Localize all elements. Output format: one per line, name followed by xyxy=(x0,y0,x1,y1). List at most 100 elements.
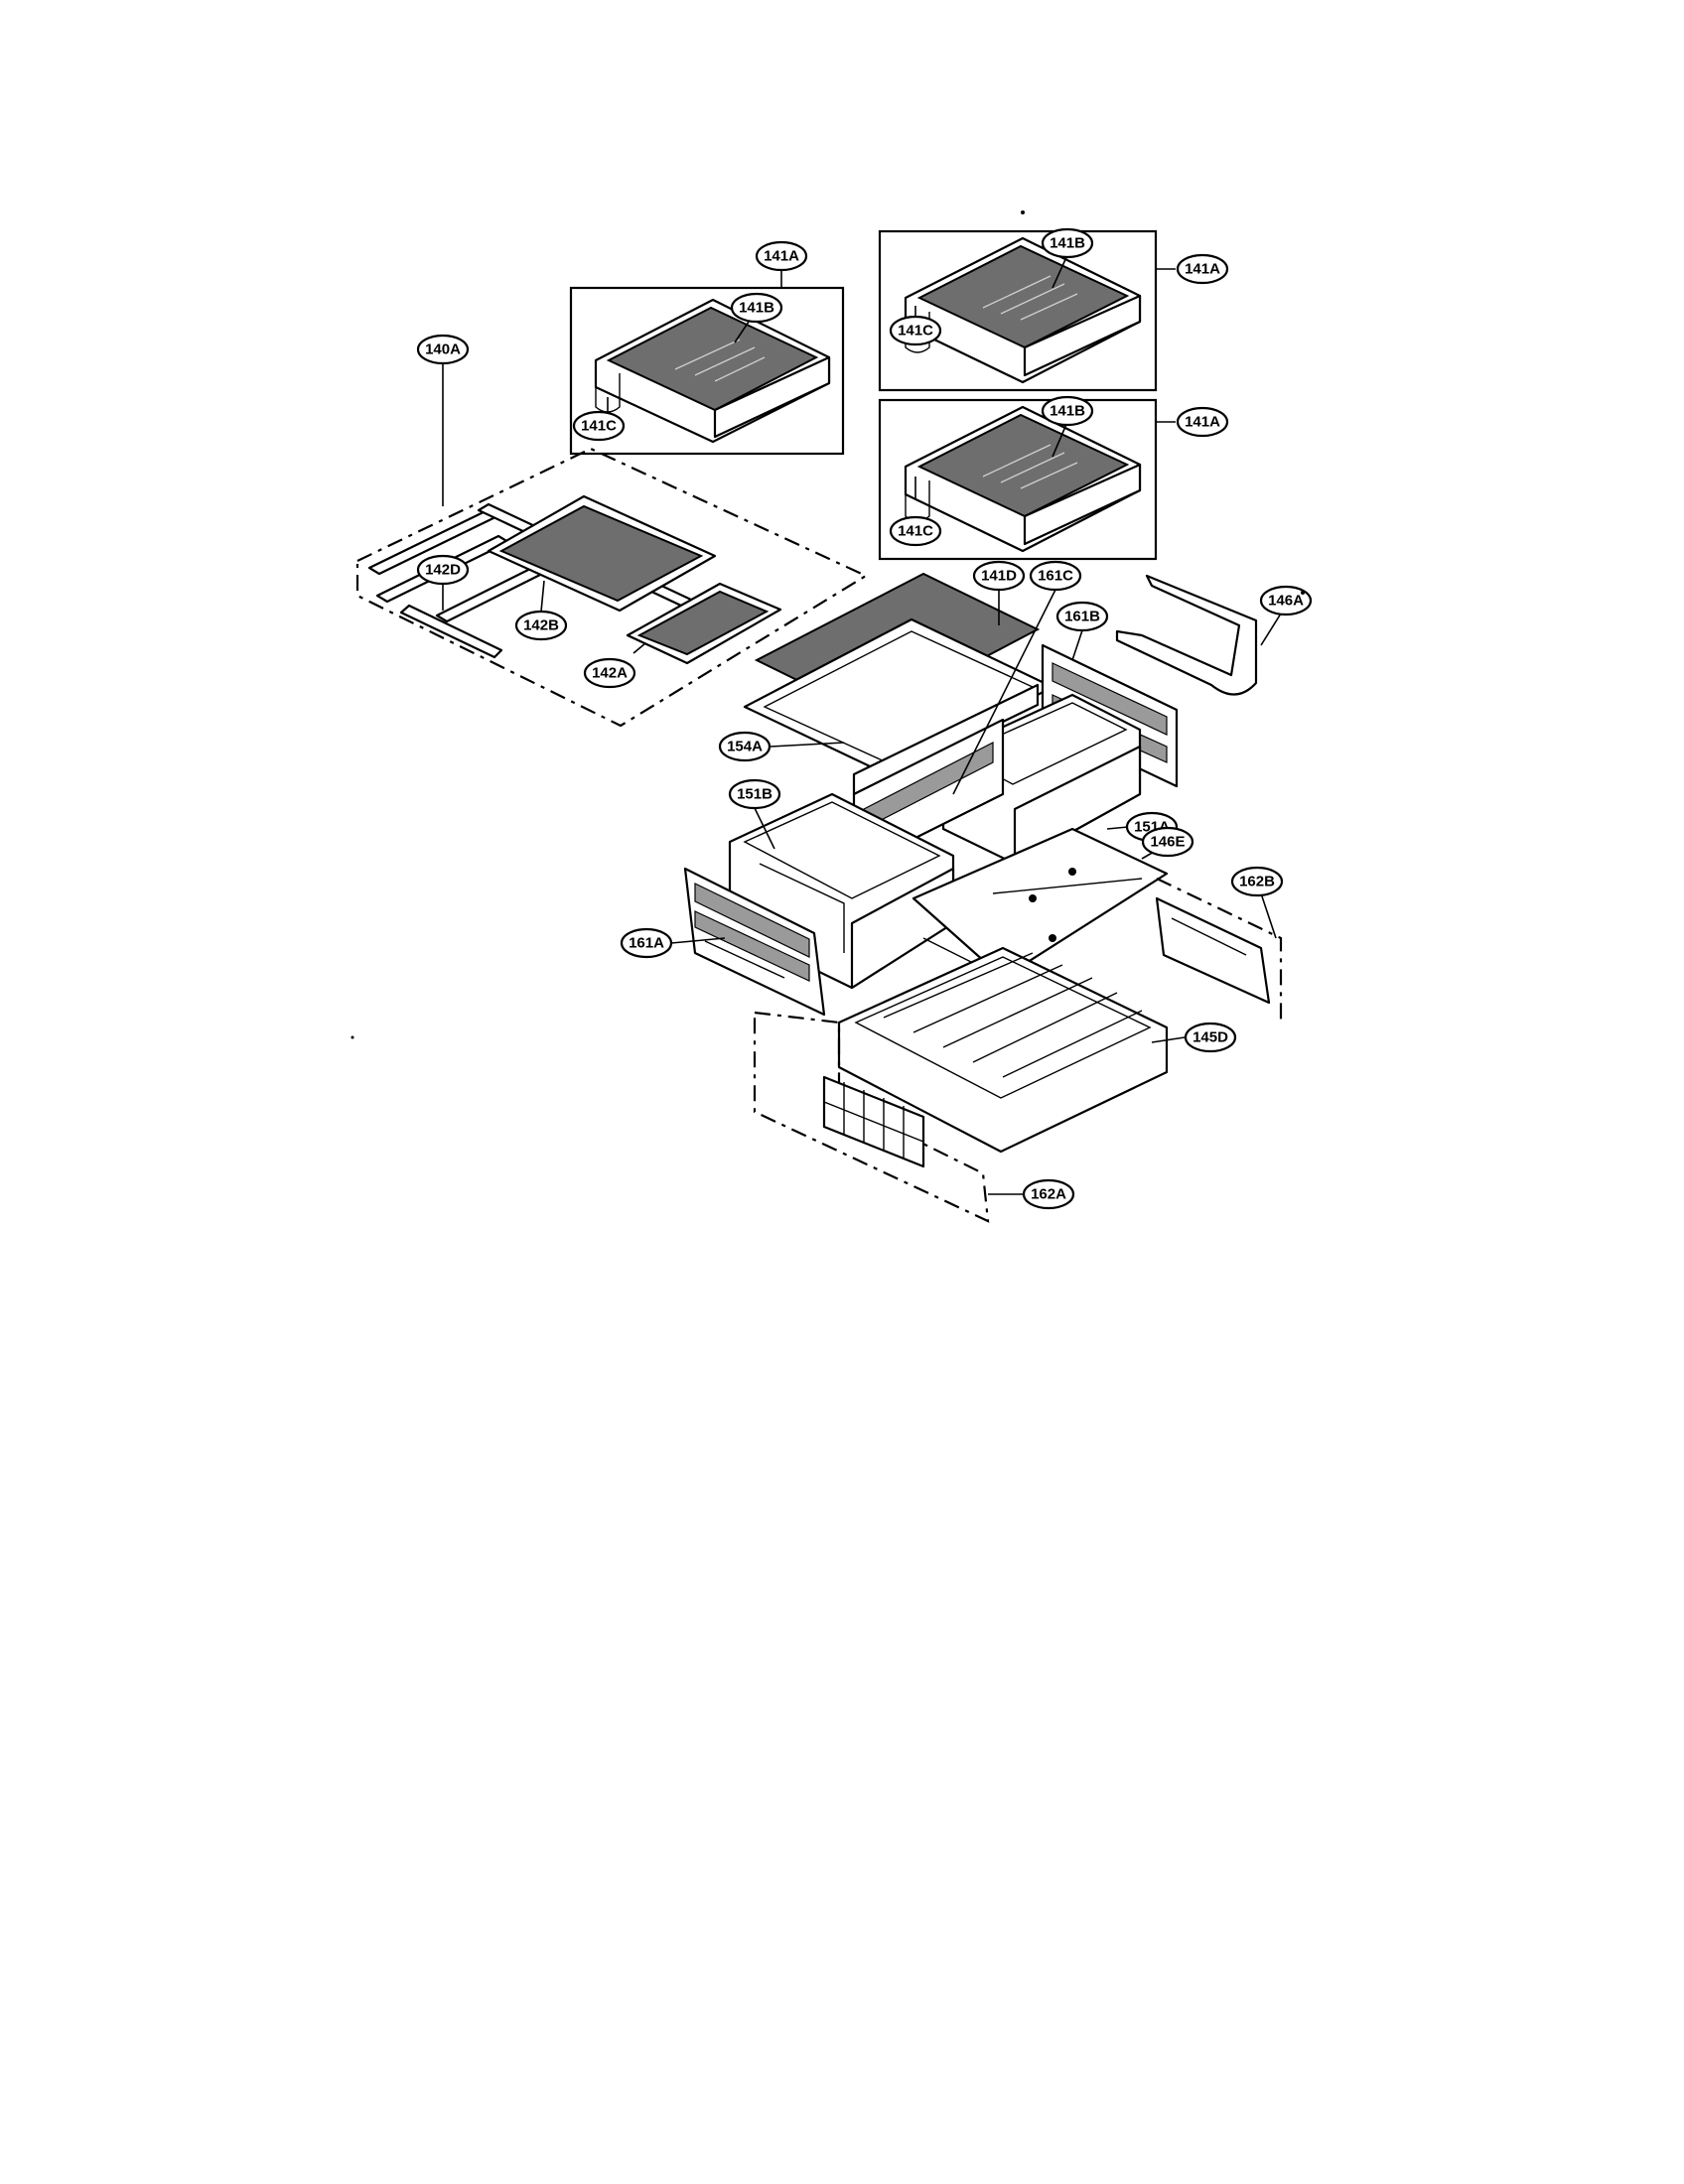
crisper-cover-assembly xyxy=(743,572,1054,796)
drawer-rim xyxy=(743,801,941,899)
callout-bubble xyxy=(1055,601,1109,632)
glass-reflection xyxy=(674,339,766,382)
leader-142b xyxy=(540,580,545,613)
callout-146e: 146E xyxy=(1141,826,1194,858)
callout-bubble xyxy=(583,657,636,689)
callout-141c-3: 141C xyxy=(889,515,942,547)
bottom-pan-assembly xyxy=(837,946,1169,1154)
callout-bubble xyxy=(572,410,626,442)
rail-dashed-outline xyxy=(1156,878,1283,1023)
scan-speck xyxy=(1301,591,1305,595)
side-rail-panel xyxy=(1155,896,1271,1005)
door-trim-part xyxy=(1115,574,1258,696)
grille-slats xyxy=(843,1082,905,1158)
pan-ribs xyxy=(883,952,1143,1078)
callout-label: 141A xyxy=(1185,261,1220,278)
callout-label: 141B xyxy=(1050,235,1085,252)
leader-151a xyxy=(1106,826,1129,830)
rail-vent-row xyxy=(1052,662,1168,736)
leader-141b-2 xyxy=(1052,254,1068,289)
callout-142d: 142D xyxy=(416,554,470,586)
scan-speck xyxy=(1021,210,1025,214)
glass-shelf-panel xyxy=(916,244,1130,349)
shelf-box-outline xyxy=(878,229,1158,392)
callout-bubble xyxy=(730,292,783,324)
callout-154a: 154A xyxy=(718,731,772,762)
callout-label: 145D xyxy=(1193,1029,1228,1046)
callout-161a: 161A xyxy=(620,927,673,959)
callout-label: 146E xyxy=(1150,834,1185,851)
plate-panel xyxy=(912,827,1169,980)
callout-bubble xyxy=(1041,227,1094,259)
callout-label: 154A xyxy=(727,739,763,755)
callout-146a: 146A xyxy=(1259,585,1313,616)
scan-speck xyxy=(351,1035,354,1039)
callout-label: 162A xyxy=(1031,1186,1066,1203)
callout-label: 141A xyxy=(764,248,799,265)
leader-161c xyxy=(952,589,1056,795)
callout-151b: 151B xyxy=(728,778,781,810)
shelf-assembly-top-left xyxy=(569,286,845,456)
callout-140a: 140A xyxy=(416,334,470,365)
leader-161a xyxy=(670,937,726,944)
drawer-front-handle xyxy=(1013,745,1142,866)
callout-141b-2: 141B xyxy=(1041,227,1094,259)
callout-label: 141C xyxy=(898,523,933,540)
callout-label: 161C xyxy=(1038,568,1073,585)
callout-141b-3: 141B xyxy=(1041,395,1094,427)
shelf-box-outline xyxy=(878,398,1158,561)
crisper-rail-left xyxy=(683,867,826,1017)
callout-141b-1: 141B xyxy=(730,292,783,324)
shelf-front-trim xyxy=(1023,463,1142,546)
callout-label: 141C xyxy=(581,418,617,435)
callout-label: 141B xyxy=(739,300,774,317)
callout-bubble xyxy=(416,334,470,365)
side-rail-groove xyxy=(1171,917,1247,956)
bottom-front-assembly xyxy=(753,1011,990,1223)
callout-bubble xyxy=(1041,395,1094,427)
glass-reflection xyxy=(982,275,1078,321)
callout-141a-2: 141A xyxy=(1176,253,1229,285)
callout-bubble xyxy=(889,515,942,547)
callout-bubble xyxy=(718,731,772,762)
mount-screw xyxy=(1029,894,1037,902)
callout-label: 141B xyxy=(1050,403,1085,420)
callout-141d: 141D xyxy=(972,560,1026,592)
callout-bubble xyxy=(1029,560,1082,592)
callout-141a-1: 141A xyxy=(755,240,808,272)
rail-vent-row xyxy=(694,883,810,958)
half-shelf-glass xyxy=(636,590,770,656)
callout-bubble xyxy=(728,778,781,810)
leader-154a xyxy=(770,742,845,748)
glass-shelf-panel xyxy=(916,413,1130,518)
callout-162a: 162A xyxy=(1022,1178,1075,1210)
callout-bubble xyxy=(416,554,470,586)
side-rail-assembly-right xyxy=(1155,878,1283,1023)
slide-shelf-glass xyxy=(498,504,704,603)
callout-bubble xyxy=(514,610,568,641)
front-dashed-outline xyxy=(753,1011,990,1223)
shelf-side-bracket xyxy=(905,298,930,353)
callout-label: 146A xyxy=(1268,593,1304,610)
mount-screw xyxy=(1068,868,1076,876)
callout-label: 141D xyxy=(981,568,1017,585)
callout-bubble xyxy=(1176,406,1229,438)
callout-bubble xyxy=(755,240,808,272)
crisper-divider-bar xyxy=(852,683,1040,796)
callout-161c: 161C xyxy=(1029,560,1082,592)
callout-141c-2: 141C xyxy=(889,315,942,346)
leader-142a xyxy=(632,642,646,654)
callout-bubble xyxy=(1141,826,1194,858)
crisper-shelf-plate xyxy=(912,827,1169,984)
callout-bubble xyxy=(1022,1178,1075,1210)
callout-label: 142B xyxy=(523,617,559,634)
callout-label: 142D xyxy=(425,562,461,579)
callout-label: 162B xyxy=(1239,874,1275,890)
callout-162b: 162B xyxy=(1230,866,1284,897)
shelf-assembly-top-right xyxy=(878,229,1158,392)
split-shelf-dashed-outline xyxy=(355,447,869,728)
callout-bubble xyxy=(1184,1022,1237,1053)
callout-141c-1: 141C xyxy=(572,410,626,442)
mount-screw xyxy=(1049,934,1056,942)
